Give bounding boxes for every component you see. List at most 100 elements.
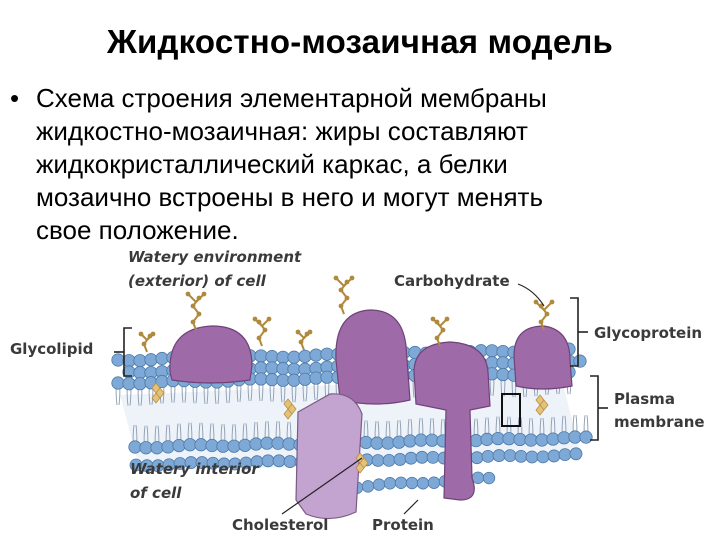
inner-leaflet-head xyxy=(405,476,419,490)
glycoprotein xyxy=(513,325,573,390)
inner-leaflet-head xyxy=(161,440,175,454)
bullet-line: Схема строения элементарной мембраны xyxy=(36,83,547,113)
outer-leaflet-head xyxy=(276,373,290,387)
inner-leaflet-head xyxy=(427,476,441,489)
outer-leaflet-head xyxy=(254,361,268,375)
outer-leaflet-head xyxy=(573,354,587,368)
outer-leaflet-head xyxy=(254,372,268,386)
inner-leaflet-head xyxy=(370,436,384,450)
inner-leaflet-head xyxy=(502,432,516,446)
inner-leaflet-head xyxy=(471,471,485,484)
membrane-diagram: Watery environment (exterior) of cell Ca… xyxy=(0,236,720,540)
glycoprotein-label: Glycoprotein xyxy=(594,324,703,342)
sugar-unit xyxy=(266,316,272,322)
inner-leaflet-head xyxy=(361,480,375,493)
carbohydrate-label: Carbohydrate xyxy=(394,272,510,290)
proteins xyxy=(169,309,573,520)
inner-leaflet-head xyxy=(492,449,506,462)
sugar-unit xyxy=(295,329,301,335)
outer-leaflet-head xyxy=(309,348,323,362)
plasma-membrane-label-line2: membrane xyxy=(614,413,705,431)
inner-leaflet-head xyxy=(470,451,484,465)
inner-leaflet-head xyxy=(482,471,496,485)
sugar-unit xyxy=(533,299,539,305)
inner-leaflet-head xyxy=(536,450,550,464)
label-brackets xyxy=(114,283,608,515)
bullet-text: Схема строения элементарной мембраны жид… xyxy=(36,82,710,247)
cholesterol-molecule xyxy=(151,382,165,404)
inner-leaflet-head xyxy=(216,439,230,453)
outer-leaflet-head xyxy=(133,354,147,368)
carbohydrate-leader xyxy=(517,283,545,307)
sugar-unit xyxy=(549,299,555,305)
inner-leaflet-head xyxy=(547,449,561,463)
inner-leaflet-head xyxy=(480,432,494,446)
membrane-illustration xyxy=(111,275,608,520)
exterior-label-line2: (exterior) of cell xyxy=(128,272,266,290)
sugar-unit xyxy=(138,331,144,337)
outer-leaflet-head xyxy=(287,362,301,376)
inner-leaflet-head xyxy=(513,432,527,447)
inner-leaflet-head xyxy=(359,435,373,450)
outer-leaflet-head xyxy=(265,361,279,375)
sugar-unit xyxy=(185,291,191,297)
glycolipid-label: Glycolipid xyxy=(10,340,94,358)
bullet-marker: • xyxy=(10,83,20,113)
outer-leaflet-head xyxy=(133,366,147,380)
outer-leaflet-head xyxy=(265,350,279,364)
inner-leaflet-head xyxy=(260,436,274,450)
interior-label-line1: Watery interior xyxy=(130,460,259,478)
cholesterol-leader xyxy=(281,457,363,515)
cholesterol-molecules xyxy=(151,382,549,474)
inner-leaflet-head xyxy=(371,454,385,467)
bullet-line: жидкокристаллический каркас, а белки xyxy=(36,149,508,179)
sugar-unit xyxy=(150,331,156,337)
sugar-unit xyxy=(307,329,313,335)
outer-leaflet-head xyxy=(496,344,510,359)
cholesterol-molecule xyxy=(355,452,369,474)
outer-leaflet-head xyxy=(276,350,290,364)
inner-leaflet-head xyxy=(491,431,505,446)
inner-leaflet-head xyxy=(382,454,396,467)
outer-leaflet-head xyxy=(496,367,510,382)
inner-leaflet-head xyxy=(525,450,539,464)
inner-leaflet-head xyxy=(546,432,560,446)
inner-leaflet-head xyxy=(481,449,495,463)
outer-leaflet-head xyxy=(133,377,147,391)
channel-protein xyxy=(295,393,363,520)
inner-leaflet-head xyxy=(272,454,286,468)
bullet-line: жидкостно-мозаичная: жиры составляют xyxy=(36,116,528,146)
plasma-membrane-label-line1: Plasma xyxy=(614,390,675,408)
inner-leaflet-head xyxy=(558,448,572,462)
inner-leaflet-head xyxy=(403,434,417,448)
inner-leaflet-head xyxy=(381,436,395,450)
inner-leaflet-head xyxy=(568,430,582,444)
inner-leaflet-head xyxy=(271,436,285,450)
exterior-label-line1: Watery environment xyxy=(128,248,302,266)
inner-leaflet-head xyxy=(569,447,583,461)
inner-leaflet-head xyxy=(249,437,263,451)
outer-leaflet-head xyxy=(111,353,125,367)
inner-leaflet-head xyxy=(238,438,252,452)
inner-leaflet-head xyxy=(394,476,408,489)
inner-leaflet-head xyxy=(139,441,153,455)
transmembrane-protein xyxy=(413,341,491,501)
transmembrane-protein xyxy=(335,309,411,405)
outer-leaflet-head xyxy=(122,377,136,391)
outer-leaflet-head xyxy=(276,362,290,376)
carbohydrate-chains xyxy=(138,275,555,353)
outer-leaflet-head xyxy=(287,373,301,387)
peripheral-protein xyxy=(169,325,253,384)
outer-leaflet-head xyxy=(111,376,125,390)
outer-leaflet-head xyxy=(144,353,158,367)
outer-leaflet-head xyxy=(298,372,312,386)
inner-leaflet-head xyxy=(283,455,297,468)
inner-leaflet-head xyxy=(469,434,483,448)
outer-leaflet-head xyxy=(496,356,510,370)
protein-leader xyxy=(403,499,419,515)
inner-leaflet-head xyxy=(372,478,386,491)
outer-leaflet-head xyxy=(320,347,334,361)
inner-leaflet-head xyxy=(503,449,517,463)
sugar-unit xyxy=(252,316,258,322)
sugar-unit xyxy=(349,275,355,281)
